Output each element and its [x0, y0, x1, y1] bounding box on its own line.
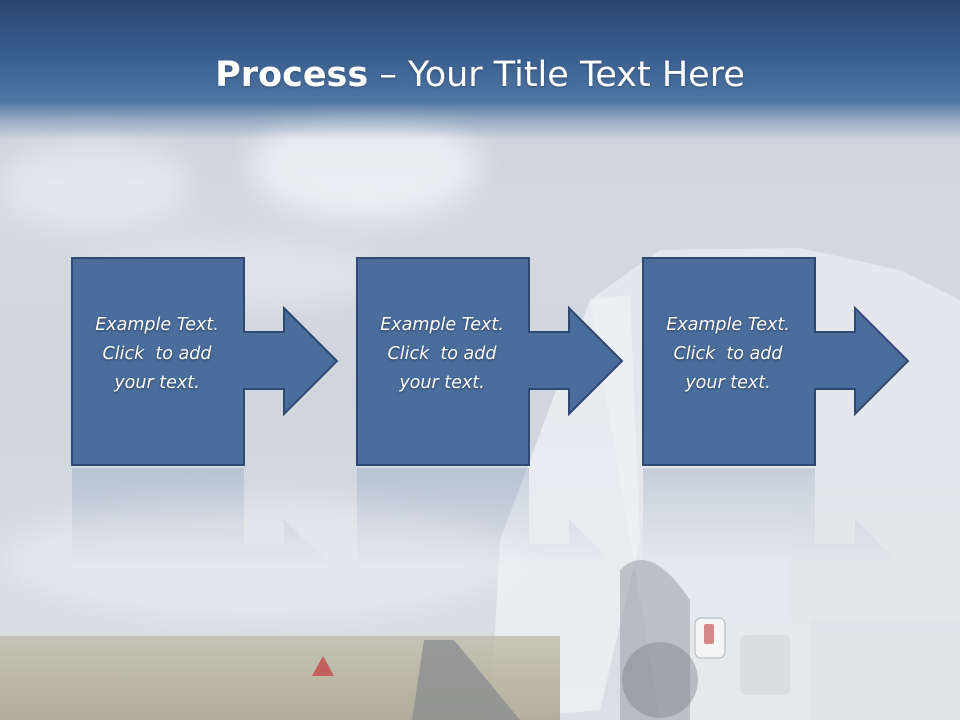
arrow-right-icon	[71, 257, 339, 466]
step-text-line: Example Text.	[666, 315, 790, 335]
process-step-3[interactable]: Example Text. Click to add your text.	[642, 257, 912, 467]
title-bold-text: Process	[215, 55, 369, 95]
step-reflection	[72, 468, 331, 566]
step-text-line: Example Text.	[380, 315, 504, 335]
step-text-line: Example Text.	[95, 315, 219, 335]
cloud	[0, 500, 520, 620]
cloud	[0, 140, 190, 230]
slide-title[interactable]: Process – Your Title Text Here	[0, 52, 960, 98]
step-text[interactable]: Example Text. Click to add your text.	[356, 311, 528, 398]
step-text-line: Click to add	[102, 344, 212, 364]
step-text[interactable]: Example Text. Click to add your text.	[71, 311, 243, 398]
arrow-right-icon	[642, 257, 910, 466]
step-text-line: your text.	[114, 373, 200, 393]
process-step-2[interactable]: Example Text. Click to add your text.	[356, 257, 626, 467]
arrow-right-icon	[356, 257, 624, 466]
step-text-line: Click to add	[673, 344, 783, 364]
title-rest-text: – Your Title Text Here	[368, 55, 745, 95]
step-text-line: Click to add	[387, 344, 497, 364]
step-reflection	[643, 468, 902, 566]
title-band	[0, 0, 960, 140]
step-reflection	[357, 468, 616, 566]
step-text-line: your text.	[399, 373, 485, 393]
process-step-1[interactable]: Example Text. Click to add your text.	[71, 257, 341, 467]
step-text[interactable]: Example Text. Click to add your text.	[642, 311, 814, 398]
step-text-line: your text.	[685, 373, 771, 393]
